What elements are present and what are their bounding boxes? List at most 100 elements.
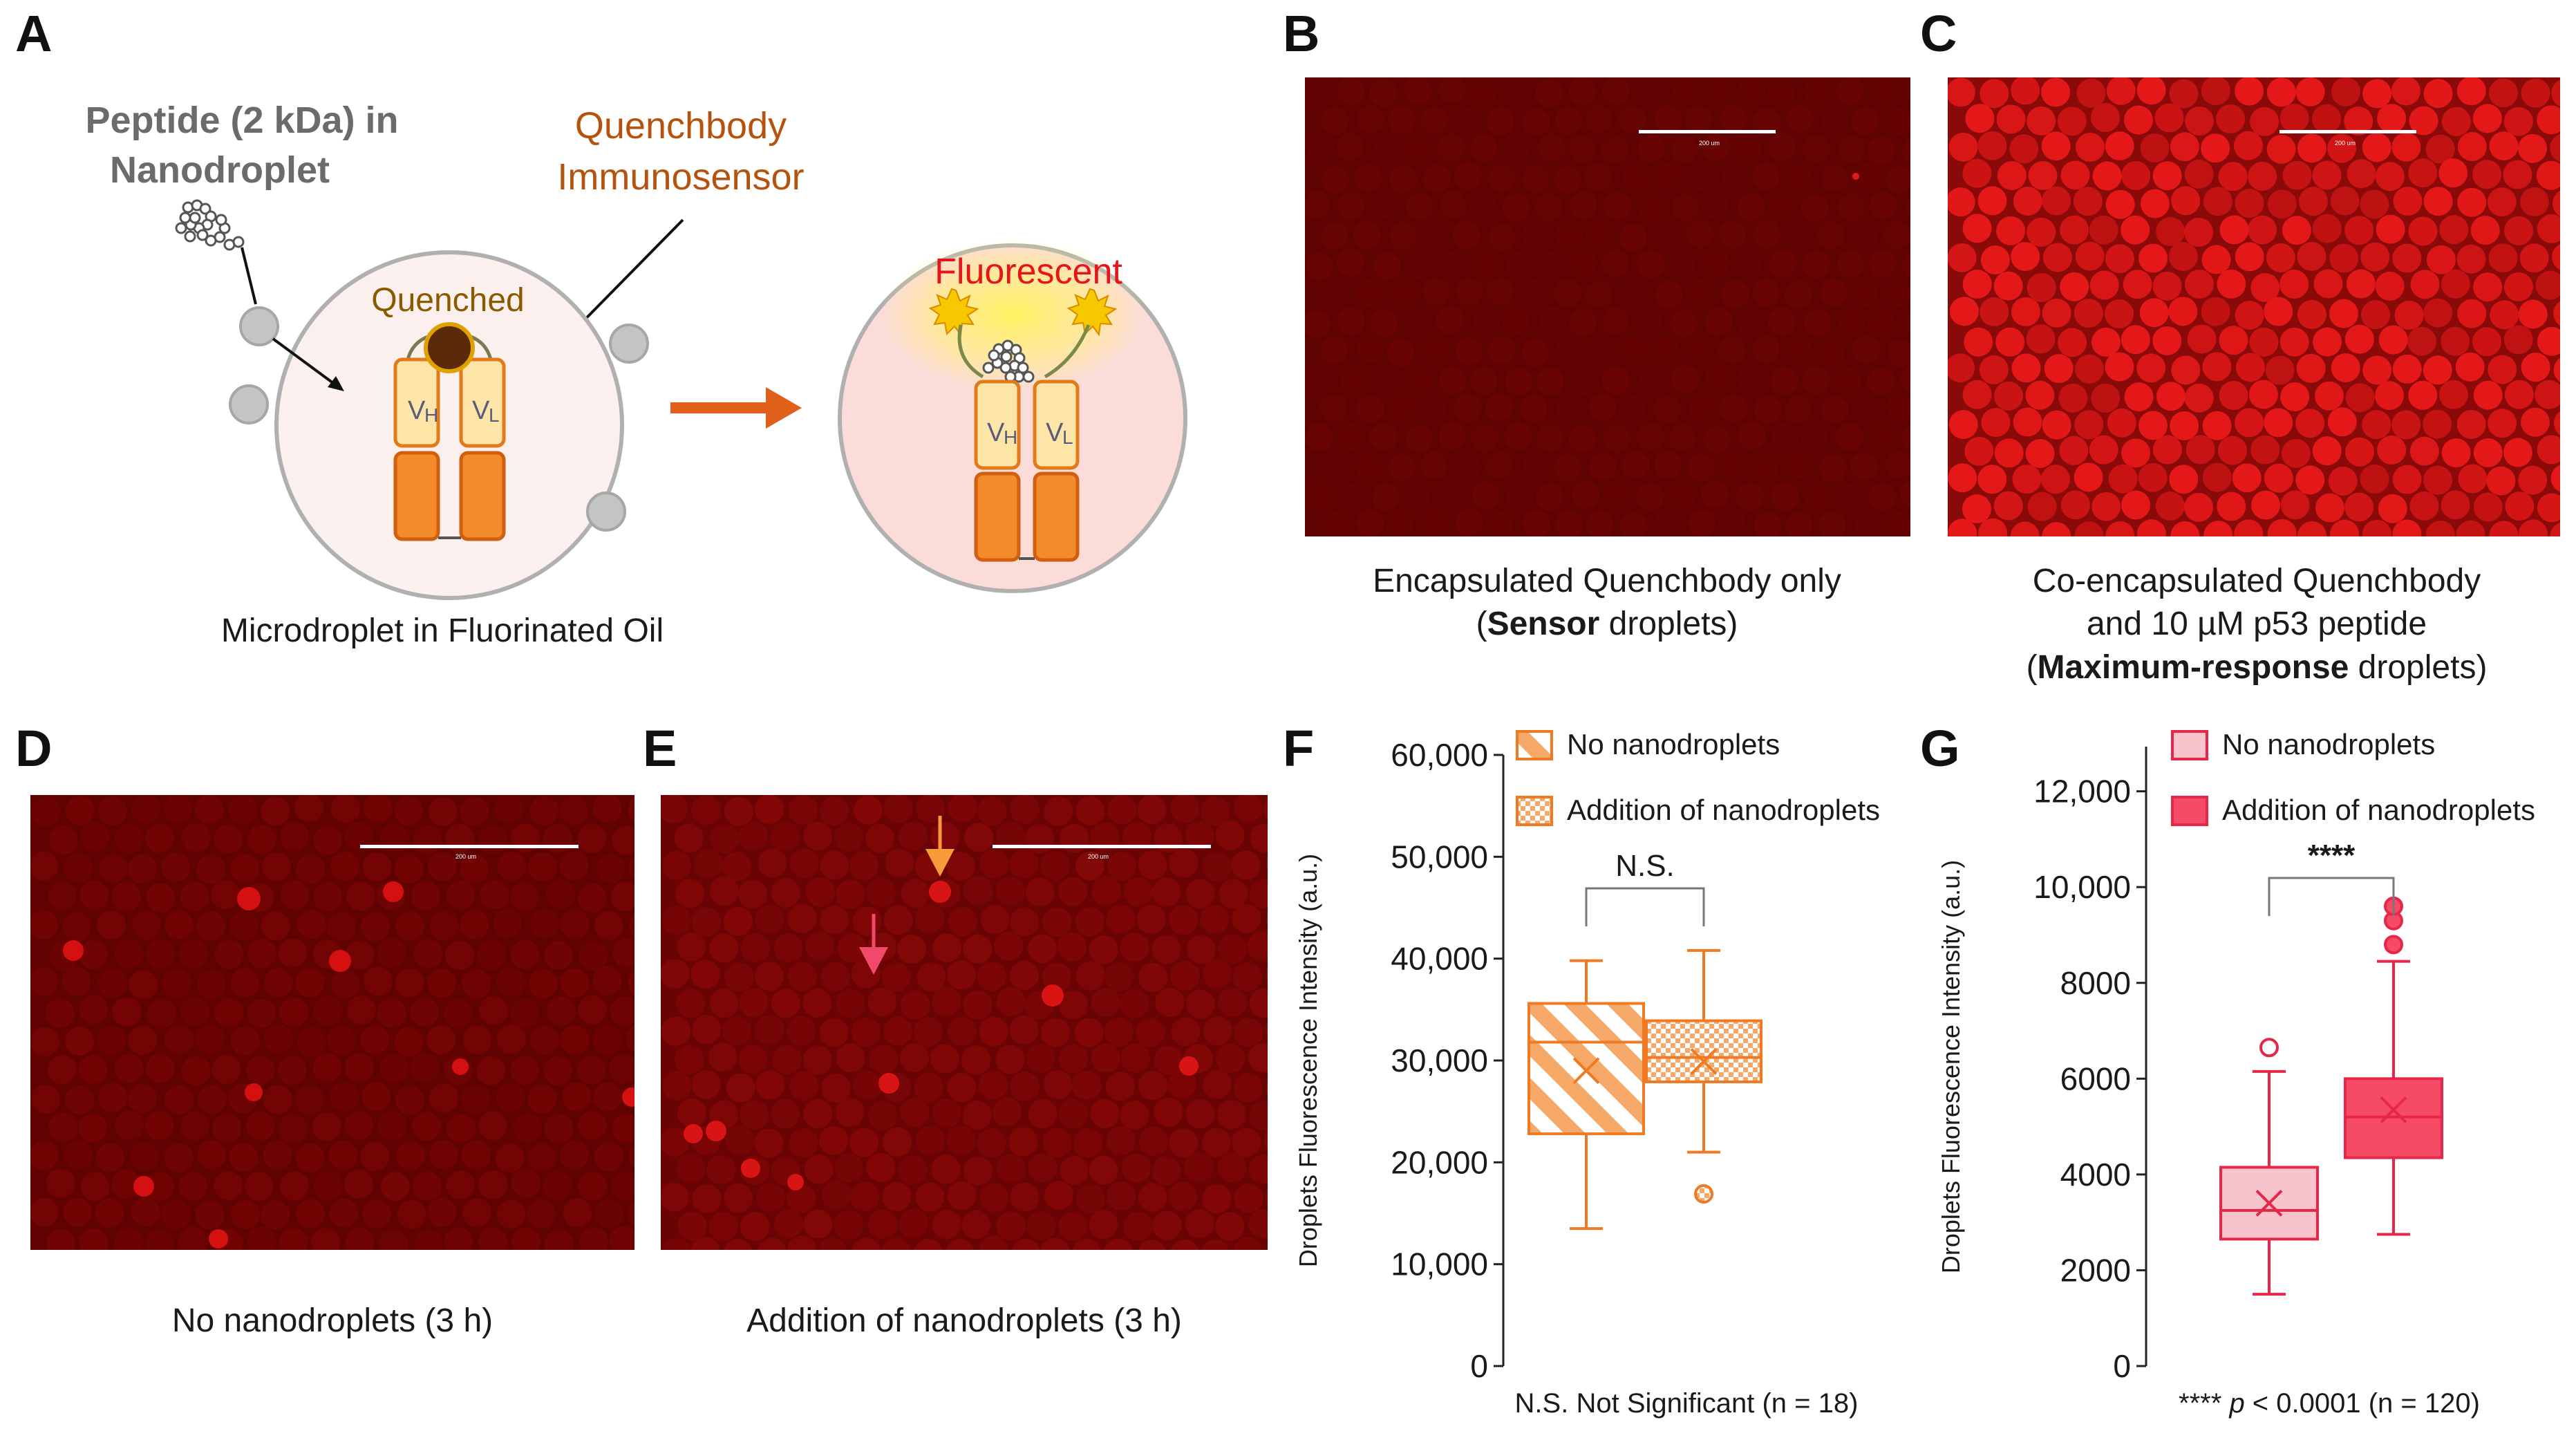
- droplet: [1655, 281, 1683, 309]
- droplet: [1373, 252, 1401, 280]
- droplet: [411, 881, 440, 910]
- droplet: [1072, 1238, 1101, 1250]
- droplet: [1853, 162, 1881, 191]
- droplet: [675, 879, 705, 908]
- panel-a-caption: Microdroplet in Fluorinated Oil: [220, 613, 664, 649]
- droplet: [1266, 857, 1268, 872]
- droplet: [1962, 214, 1992, 243]
- droplet: [1819, 454, 1848, 483]
- droplet: [819, 796, 849, 826]
- droplet: [247, 939, 276, 969]
- droplet: [1586, 220, 1614, 248]
- droplet: [1767, 308, 1796, 336]
- bright-droplet: [741, 1159, 760, 1178]
- droplet: [883, 1016, 913, 1046]
- droplet: [2074, 410, 2104, 440]
- droplet: [313, 882, 343, 912]
- droplet: [1836, 250, 1865, 278]
- droplet: [772, 1045, 802, 1074]
- droplet: [2168, 297, 2198, 326]
- droplet: [1104, 1238, 1133, 1250]
- droplet: [393, 796, 423, 825]
- droplet: [821, 1074, 851, 1103]
- droplet: [1389, 221, 1417, 250]
- droplet: [755, 1015, 784, 1045]
- droplet: [2216, 104, 2246, 134]
- droplet: [1852, 335, 1881, 364]
- droplet: [1202, 852, 1232, 881]
- droplet: [1785, 281, 1813, 309]
- droplet: [1009, 849, 1039, 879]
- droplet: [692, 907, 722, 937]
- droplet: [2409, 436, 2439, 466]
- droplet: [1535, 193, 1563, 221]
- droplet: [1903, 309, 1910, 334]
- droplet: [1404, 133, 1432, 161]
- droplet: [30, 1197, 59, 1227]
- droplet: [1453, 107, 1481, 135]
- droplet: [2219, 380, 2248, 410]
- droplet: [1485, 393, 1514, 422]
- droplet: [1248, 1043, 1268, 1072]
- droplet: [1653, 222, 1682, 250]
- droplet: [2201, 133, 2230, 163]
- droplet: [2010, 521, 2040, 536]
- droplet: [787, 962, 817, 991]
- droplet: [261, 911, 290, 941]
- droplet: [1321, 281, 1349, 309]
- droplet: [2489, 131, 2519, 161]
- droplet: [1886, 393, 1910, 421]
- droplet: [1305, 423, 1333, 451]
- droplet: [1090, 822, 1120, 852]
- bright-droplet: [209, 1229, 228, 1249]
- droplet: [978, 1070, 1008, 1100]
- droplet: [1354, 164, 1382, 192]
- droplet: [1389, 280, 1417, 308]
- panel-g-footnote: **** p < 0.0001 (n = 120): [2129, 1385, 2530, 1421]
- panel-d-caption: No nanodroplets (3 h): [171, 1302, 493, 1339]
- droplet: [2060, 215, 2089, 245]
- droplet: [1042, 907, 1072, 937]
- droplet: [662, 850, 692, 880]
- droplet: [1785, 512, 1814, 536]
- bright-droplet: [237, 887, 261, 910]
- droplet: [2360, 189, 2389, 219]
- y-tick-label: 6000: [2060, 1060, 2131, 1096]
- droplet: [97, 910, 126, 940]
- droplet: [1321, 166, 1349, 194]
- droplet: [1040, 851, 1070, 881]
- droplet: [2154, 103, 2184, 133]
- droplet: [1044, 796, 1073, 826]
- droplet: [98, 853, 128, 883]
- droplet: [789, 795, 818, 825]
- droplet: [1010, 795, 1040, 824]
- droplet: [2091, 492, 2121, 521]
- droplet: [2314, 381, 2344, 411]
- droplet: [1042, 962, 1071, 992]
- droplet: [111, 1169, 141, 1199]
- droplet: [1835, 422, 1863, 451]
- droplet: [1736, 309, 1765, 337]
- droplet: [559, 851, 589, 881]
- droplet: [196, 911, 226, 941]
- droplet: [2201, 297, 2230, 326]
- droplet: [2011, 353, 2041, 383]
- droplet: [346, 881, 376, 911]
- droplet: [1979, 355, 2009, 384]
- droplet: [2458, 464, 2488, 494]
- droplet: [819, 1018, 849, 1047]
- droplet: [1044, 1181, 1073, 1210]
- droplet: [279, 1228, 308, 1250]
- droplet: [1570, 191, 1598, 220]
- droplet: [2344, 106, 2373, 136]
- droplet: [1653, 395, 1682, 424]
- droplet: [395, 1141, 425, 1170]
- droplet: [2362, 79, 2392, 109]
- droplet: [1522, 452, 1550, 480]
- droplet: [2121, 325, 2150, 355]
- droplet: [46, 1168, 75, 1198]
- droplet: [129, 1141, 159, 1171]
- droplet: [805, 931, 835, 961]
- droplet: [278, 1114, 308, 1144]
